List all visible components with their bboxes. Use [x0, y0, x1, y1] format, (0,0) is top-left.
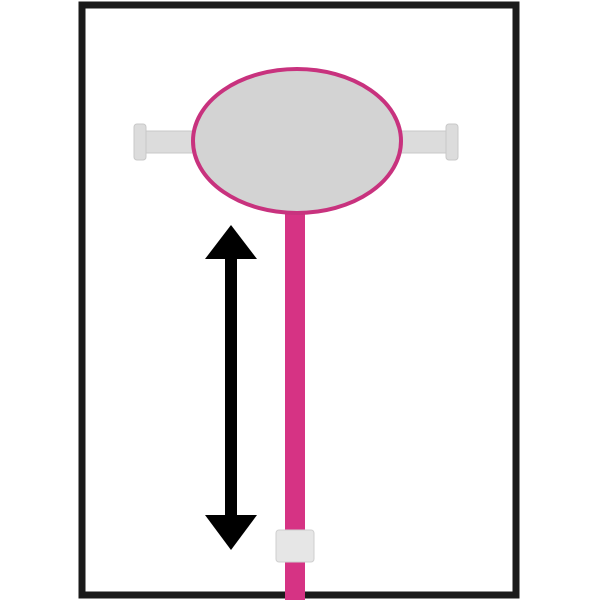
- oval-body: [191, 67, 403, 215]
- strap-buckle: [275, 529, 315, 563]
- arrow-head-bottom: [205, 515, 257, 550]
- handlebar-right-grip: [445, 123, 459, 161]
- double-headed-arrow-icon: [205, 225, 257, 550]
- arrow-shaft: [225, 257, 237, 517]
- arrow-head-top: [205, 225, 257, 259]
- handlebar-left-grip: [133, 123, 147, 161]
- strap: [285, 205, 305, 600]
